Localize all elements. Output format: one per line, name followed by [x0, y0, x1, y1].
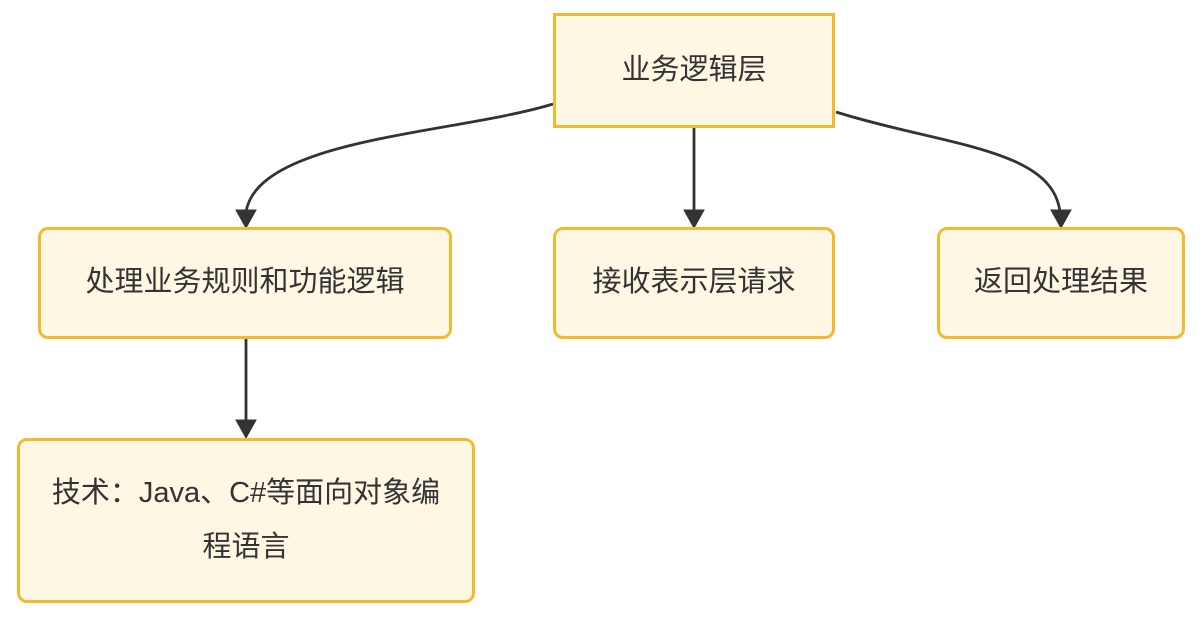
node-return-processing-results: 返回处理结果 — [937, 227, 1185, 339]
node-label: 业务逻辑层 — [621, 53, 767, 86]
node-label: 处理业务规则和功能逻辑 — [85, 266, 405, 299]
arrowhead-root-result — [1050, 209, 1072, 230]
node-label: 接收表示层请求 — [592, 266, 796, 299]
arrowhead-root-receive — [683, 209, 705, 230]
node-label: 返回处理结果 — [973, 266, 1148, 299]
node-receive-presentation-requests: 接收表示层请求 — [553, 227, 835, 339]
node-technology-java-csharp: 技术：Java、C#等面向对象编 程语言 — [17, 438, 475, 603]
edge-root-result — [835, 110, 1062, 213]
node-label-line-2: 程语言 — [202, 530, 290, 563]
node-business-logic-layer: 业务逻辑层 — [553, 13, 835, 128]
node-handle-business-rules: 处理业务规则和功能逻辑 — [38, 227, 452, 339]
arrowhead-root-rules — [235, 209, 257, 230]
node-label-line-1: 技术：Java、C#等面向对象编 — [51, 476, 441, 509]
arrowhead-rules-tech — [235, 419, 257, 440]
edge-root-rules — [244, 102, 554, 213]
